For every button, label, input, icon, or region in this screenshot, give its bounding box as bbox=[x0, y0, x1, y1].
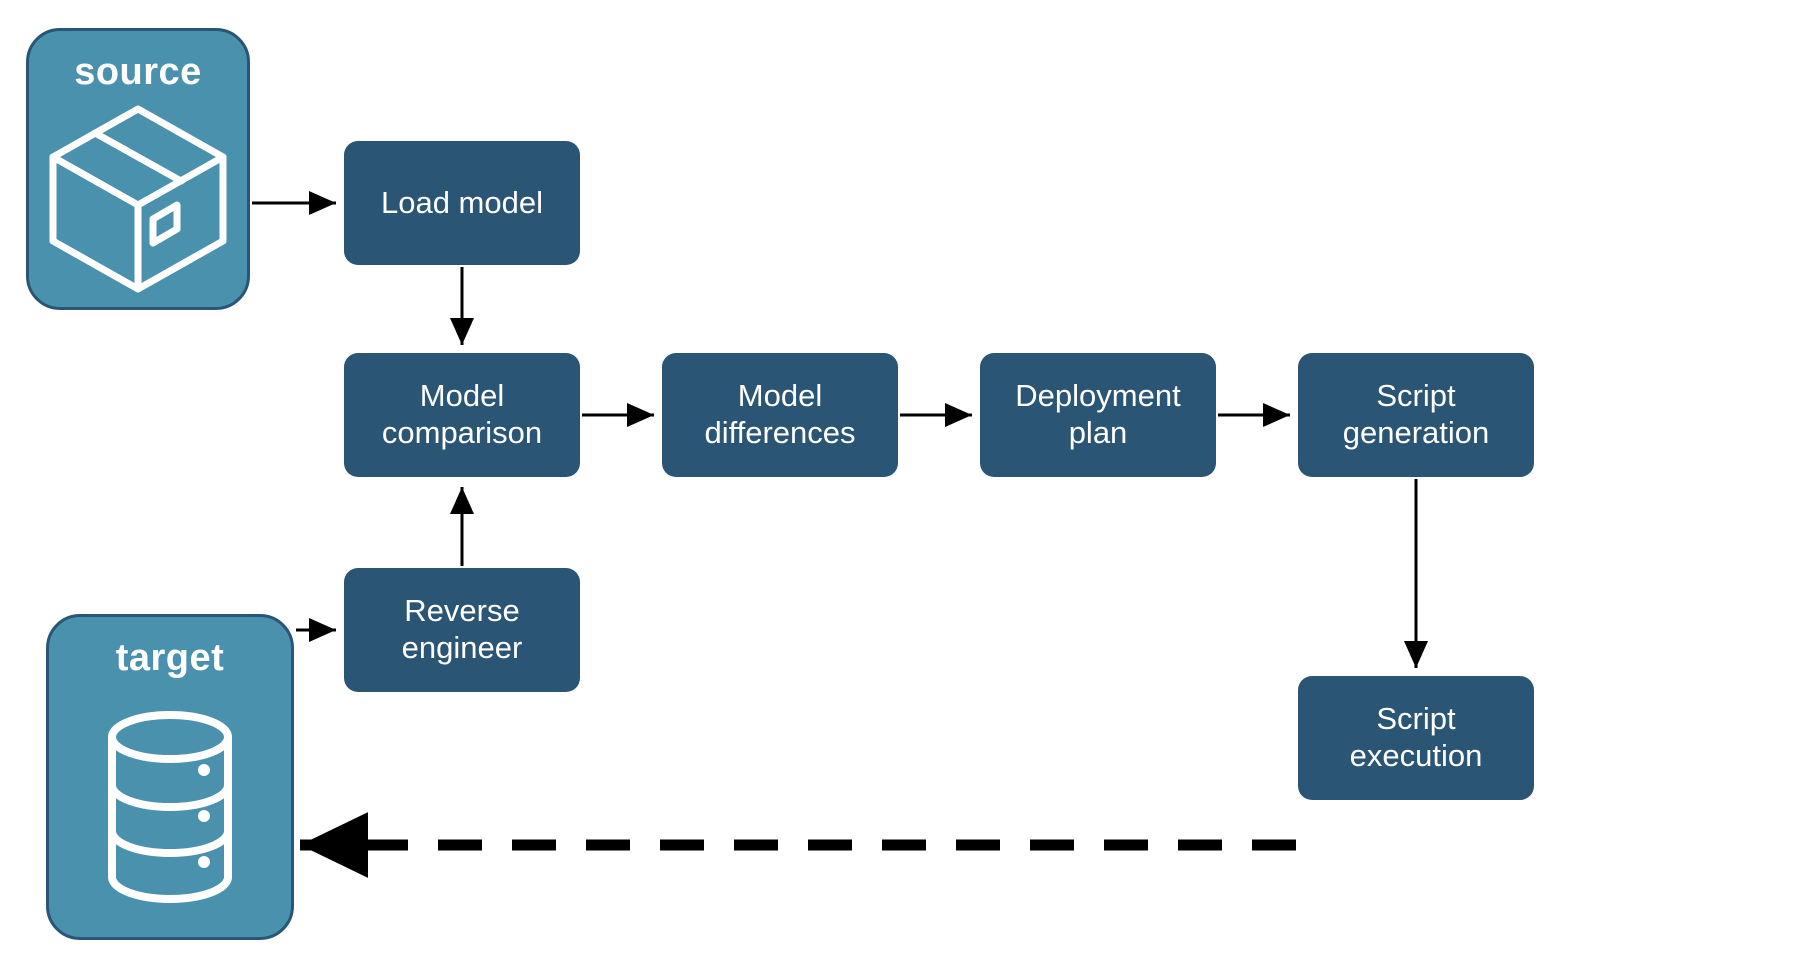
endpoint-source[interactable]: source bbox=[26, 28, 250, 310]
process-node-label-line: execution bbox=[1349, 738, 1483, 773]
process-node-label-line: Script bbox=[1376, 378, 1456, 414]
process-node-load-model[interactable]: Load model bbox=[344, 141, 580, 265]
package-box-icon bbox=[29, 91, 247, 307]
process-node-label-line: engineer bbox=[401, 630, 523, 665]
process-node-label: Load model bbox=[381, 185, 543, 222]
process-node-label-line: Reverse bbox=[404, 593, 520, 629]
process-node-label-line: differences bbox=[704, 415, 856, 450]
process-node-label-line: plan bbox=[1068, 415, 1128, 450]
process-node-label-line: Deployment bbox=[1015, 378, 1181, 414]
endpoint-target[interactable]: target bbox=[46, 614, 294, 940]
endpoint-target-label: target bbox=[115, 637, 225, 679]
endpoint-source-label: source bbox=[74, 51, 202, 93]
process-node-label-line: Script bbox=[1376, 701, 1456, 737]
process-node-label-line: Load model bbox=[380, 184, 543, 220]
process-node-label-line: Model bbox=[737, 378, 823, 414]
process-node-label-line: Model bbox=[419, 378, 505, 414]
process-node-label-line: comparison bbox=[381, 415, 543, 450]
process-node-label-line: generation bbox=[1342, 415, 1490, 450]
database-cylinder-icon bbox=[49, 677, 291, 937]
